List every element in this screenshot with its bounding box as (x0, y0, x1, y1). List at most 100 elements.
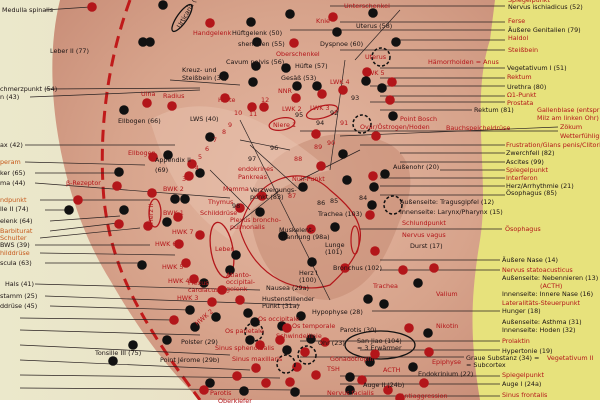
acupuncture-point (330, 222, 340, 232)
acupuncture-point (306, 224, 316, 234)
acupuncture-point (261, 378, 271, 388)
point-label: Spiegelpunkt (502, 371, 544, 379)
point-label: BWK 1 (163, 209, 184, 217)
leader-line (209, 169, 251, 211)
acupuncture-point (365, 357, 375, 367)
point-label: Haldol (508, 34, 529, 42)
acupuncture-point (170, 194, 180, 204)
point-label: Nervus facialis (327, 389, 374, 397)
point-label: 10 (234, 109, 243, 117)
point-label: 91 (340, 119, 349, 127)
point-label: Außenseite: Asthma (31) (502, 318, 582, 326)
point-label: Äußere Genitalien (79) (508, 26, 581, 34)
point-label: Niere 1 (273, 121, 297, 129)
point-label: Hypertonie (19) (502, 347, 553, 355)
point-label: Zwerchfell (82) (506, 149, 555, 157)
urticaria-oval (171, 3, 193, 33)
point-label: Milz am linken Ohr) (537, 114, 599, 122)
point-label: Spiegelpunkt (508, 0, 550, 4)
acupuncture-point (184, 171, 194, 181)
leader-line (19, 317, 176, 321)
point-label: cardiacus (188, 286, 219, 294)
point-label: Herz/Arrhythmie (21) (506, 182, 574, 190)
point-label: Hals (41) (5, 280, 34, 288)
acupuncture-point (385, 95, 395, 105)
acupuncture-point (345, 372, 355, 382)
point-label: Steißbein (38) (182, 74, 228, 82)
acupuncture-point (158, 0, 168, 10)
point-label: 96 (270, 144, 279, 152)
point-label: Ovar/Östrogen/Hoden (360, 123, 430, 131)
acupuncture-point (195, 168, 205, 178)
acupuncture-point (391, 37, 401, 47)
point-label: 4 (195, 164, 200, 172)
acupuncture-point (281, 63, 291, 73)
leader-line (39, 252, 176, 256)
acupuncture-point (190, 322, 200, 332)
acupuncture-point (251, 363, 261, 373)
point-label: Oberschenkel (276, 50, 320, 58)
point-label: Ösophagus (85) (506, 189, 557, 197)
acupuncture-point (408, 362, 418, 372)
acupuncture-point (419, 378, 429, 388)
point-label: (ACTH) (540, 282, 563, 290)
point-label: Auge I (24a) (502, 380, 542, 388)
point-label: BWS (39) (0, 241, 30, 249)
point-label: Steißbein (508, 46, 539, 54)
point-label: Rektum (81) (474, 106, 514, 114)
acupuncture-point (181, 258, 191, 268)
dashed-ring-marker (383, 195, 403, 215)
acupuncture-point (114, 167, 124, 177)
point-label: Lunge (325, 241, 345, 249)
point-label: Wetterfühligk (560, 132, 600, 140)
point-label: Os parietale (225, 327, 264, 335)
acupuncture-point (167, 101, 177, 111)
point-label: endokrines (238, 165, 274, 173)
point-label: Ascites (99) (506, 158, 544, 166)
point-label: Frustration/Glans penis/Clitoris (506, 141, 600, 149)
acupuncture-point (217, 285, 227, 295)
point-label: Zökum (560, 123, 583, 131)
acupuncture-point (291, 93, 301, 103)
acupuncture-point (199, 385, 209, 395)
point-label: 95 (295, 111, 304, 119)
lwk3-oval (305, 104, 339, 120)
point-label: LWK 4 (330, 78, 350, 86)
acupuncture-point (320, 337, 330, 347)
point-label: Point Bosch (400, 115, 438, 123)
point-label: 3 (182, 175, 187, 183)
point-label: Ulna (141, 90, 156, 98)
point-label: pulmonalis (230, 223, 265, 231)
acupuncture-point (424, 347, 434, 357)
point-label: Durst (17) (410, 242, 443, 250)
acupuncture-point (365, 210, 375, 220)
point-label: Appendix II (155, 156, 191, 164)
acupuncture-point (255, 207, 265, 217)
point-label: Nervus statoacusticus (502, 266, 573, 274)
antihelix-fold (150, 106, 330, 240)
point-label: 94 (316, 119, 325, 127)
acupuncture-point (371, 131, 381, 141)
point-label: Sinus maxillaris (232, 355, 283, 363)
point-label: Uterus (365, 53, 387, 61)
acupuncture-point (112, 181, 122, 191)
leader-line (19, 359, 251, 371)
leader-line (299, 149, 361, 181)
leader-line (39, 227, 141, 239)
acupuncture-point (252, 37, 262, 47)
dashed-ring-marker (276, 354, 296, 374)
point-label: stamm (25) (0, 292, 38, 300)
point-label: 92 (330, 109, 339, 117)
leader-line (19, 344, 231, 356)
leader-line (354, 9, 401, 61)
point-label: ddrüse (45) (0, 302, 38, 310)
acupuncture-point (306, 334, 316, 344)
point-label: 97 (248, 155, 257, 163)
leader-line (49, 222, 119, 232)
point-label: punkt (83) (250, 193, 284, 201)
acupuncture-point (119, 105, 129, 115)
point-label: Herz II (147, 203, 155, 224)
point-label: Hüfte (57) (295, 62, 328, 70)
acupuncture-point (119, 205, 129, 215)
